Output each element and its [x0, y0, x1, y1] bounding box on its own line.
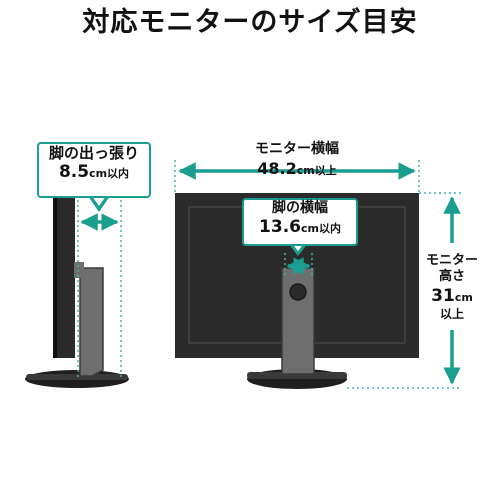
- side-stand: [79, 267, 104, 377]
- monitor-width-measure: 48.2cm以上: [222, 159, 372, 178]
- foot-depth-value: 8.5: [58, 162, 90, 182]
- monitor-height-measure: 31cm: [414, 286, 490, 306]
- page-title: 対応モニターのサイズ目安: [82, 7, 418, 38]
- monitor-width-suffix: 以上: [314, 163, 337, 177]
- monitor-height-label-block: モニター 高さ 31cm 以上: [414, 253, 490, 321]
- foot-depth-callout: 脚の出っ張り 8.5cm以内: [37, 142, 151, 198]
- monitor-width-unit: cm: [296, 163, 315, 177]
- monitor-width-label: モニター横幅: [255, 141, 339, 157]
- foot-width-unit: cm: [300, 221, 319, 235]
- foot-depth-label: 脚の出っ張り: [48, 144, 139, 162]
- monitor-height-unit: cm: [454, 291, 473, 305]
- monitor-width-label-block: モニター横幅 48.2cm以上: [222, 141, 372, 178]
- foot-width-label: 脚の横幅: [272, 200, 328, 216]
- side-panel: [53, 196, 75, 358]
- monitor-height-suffix: 以上: [439, 306, 464, 321]
- side-view-monitor: [25, 196, 129, 388]
- monitor-height-value: 31: [431, 286, 455, 307]
- foot-width-suffix: 以内: [318, 221, 341, 235]
- foot-depth-measure: 8.5cm以内: [39, 162, 149, 182]
- foot-width-callout: 脚の横幅 13.6cm以内: [242, 198, 358, 246]
- stand-hole: [289, 283, 307, 301]
- monitor-height-label2: 高さ: [438, 268, 465, 284]
- monitor-width-value: 48.2: [257, 158, 297, 178]
- foot-width-measure: 13.6cm以内: [244, 217, 356, 237]
- foot-depth-suffix: 以内: [107, 167, 130, 180]
- foot-width-value: 13.6: [259, 216, 301, 237]
- foot-depth-unit: cm: [89, 167, 108, 180]
- monitor-height-label1: モニター: [425, 253, 478, 268]
